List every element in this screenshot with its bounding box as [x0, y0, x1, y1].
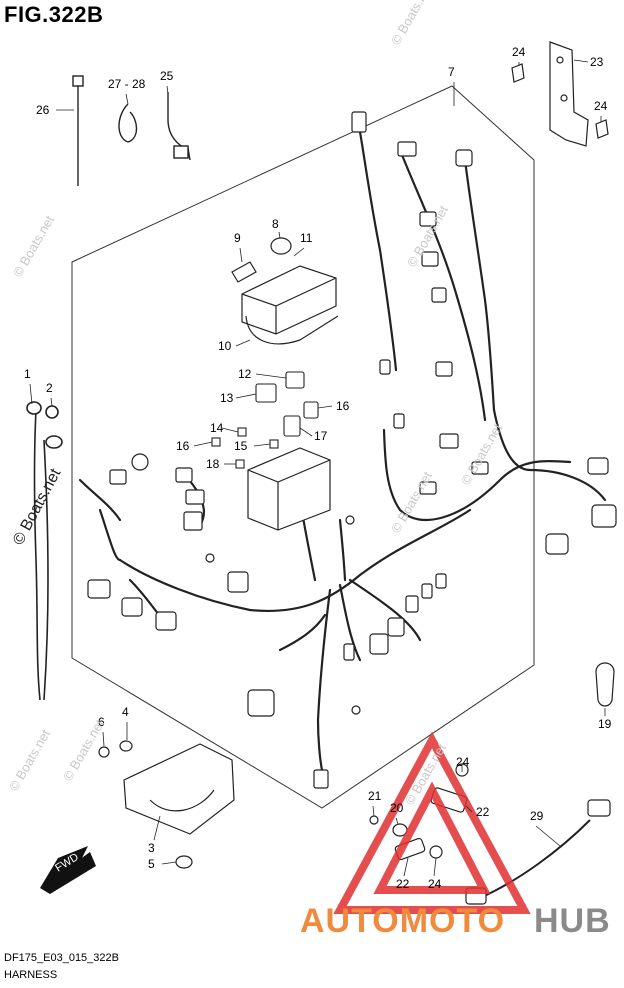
- callout-c24c: 24: [456, 755, 470, 769]
- callout-c22b: 22: [396, 877, 410, 891]
- control-box: [247, 447, 331, 531]
- brand-part-2: HUB: [534, 902, 611, 940]
- callout-leader-c22b: [403, 857, 409, 877]
- callout-c7: 7: [448, 65, 455, 79]
- figure-name: HARNESS: [4, 969, 58, 981]
- callout-leader-c20: [395, 817, 399, 825]
- callout-leader-c29: [535, 825, 561, 847]
- brand-triangle: [333, 731, 531, 914]
- callout-leader-c16b: [317, 405, 333, 409]
- callout-c6: 6: [98, 715, 105, 729]
- callout-c9: 9: [234, 231, 241, 245]
- callout-c21: 21: [368, 789, 382, 803]
- callout-c18: 18: [206, 457, 220, 471]
- callout-c1: 1: [24, 367, 31, 381]
- callout-c5: 5: [148, 857, 155, 871]
- callout-leader-c17: [299, 427, 313, 437]
- callout-leader-c8: [278, 231, 281, 239]
- callout-leader-c3: [153, 815, 161, 841]
- assembly-boundary: [71, 85, 535, 809]
- callout-leader-c2728: [125, 93, 129, 105]
- callout-c11: 11: [300, 231, 313, 245]
- bracket-3: [98, 740, 235, 869]
- callout-c19: 19: [598, 717, 612, 731]
- callout-c26: 26: [36, 103, 50, 117]
- callout-c23: 23: [590, 55, 604, 69]
- callout-c22a: 22: [476, 805, 490, 819]
- callout-leader-c25: [166, 85, 169, 95]
- callout-leader-c6: [102, 731, 105, 747]
- callout-leader-c10: [235, 339, 251, 347]
- figure-title: FIG.322B: [4, 2, 104, 27]
- callout-leader-c9: [239, 247, 243, 263]
- callout-c24b: 24: [594, 99, 608, 113]
- main-harness: [78, 118, 607, 772]
- top-left-parts: [72, 75, 191, 186]
- callout-c2728: 27 - 28: [108, 77, 146, 91]
- callout-labels: 1234567891011121314151616171819202122222…: [24, 45, 612, 891]
- connectors: [87, 111, 617, 789]
- callout-c14: 14: [210, 421, 224, 435]
- callout-c3: 3: [148, 841, 155, 855]
- callout-c16b: 16: [336, 399, 350, 413]
- callout-c2: 2: [46, 381, 53, 395]
- bracket-23: [511, 41, 609, 147]
- callout-c13: 13: [220, 391, 234, 405]
- callout-leader-c24d: [433, 857, 437, 877]
- callout-c15: 15: [234, 439, 248, 453]
- fwd-arrow: FWD: [40, 846, 96, 894]
- grommet-19: [595, 662, 615, 707]
- callout-c24d: 24: [428, 877, 442, 891]
- callout-leader-c12: [255, 373, 287, 379]
- fuse-box: [231, 237, 339, 345]
- relays-and-fuses: [211, 371, 319, 469]
- callout-leader-c13: [235, 393, 257, 399]
- callout-c25: 25: [160, 69, 174, 83]
- callout-leader-c22a: [465, 805, 473, 813]
- callout-leader-c21: [372, 805, 375, 817]
- callout-leader-c16a: [193, 441, 213, 447]
- callout-leader-c2: [50, 397, 53, 407]
- callout-c12: 12: [238, 367, 252, 381]
- callout-c17: 17: [314, 429, 328, 443]
- callout-c24a: 24: [512, 45, 526, 59]
- figure-code: DF175_E03_015_322B: [4, 952, 119, 964]
- brand-part-1: AUTOMOTO: [300, 902, 506, 940]
- callout-c8: 8: [272, 217, 279, 231]
- callout-leader-c23: [573, 59, 589, 63]
- callout-c4: 4: [122, 705, 129, 719]
- callout-leader-c14: [221, 427, 239, 433]
- callout-leader-c5: [161, 861, 177, 865]
- callout-leader-c11: [293, 247, 305, 257]
- callout-c29: 29: [530, 809, 544, 823]
- callout-c10: 10: [218, 339, 232, 353]
- callout-c16a: 16: [176, 439, 190, 453]
- callout-leader-c15: [253, 443, 271, 447]
- ground-wires: [26, 401, 63, 701]
- callout-c20: 20: [390, 801, 404, 815]
- callout-leader-c1: [29, 383, 33, 405]
